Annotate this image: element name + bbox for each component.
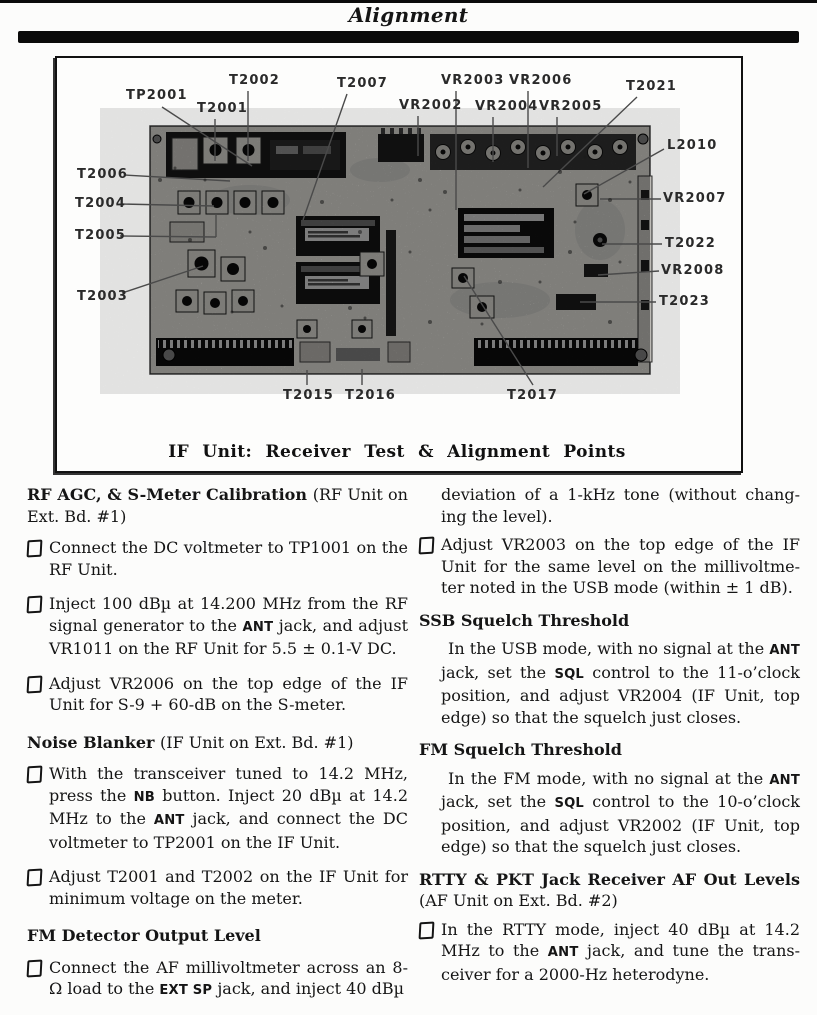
text-column-left: RF AGC, & S-Meter Calibration (RF Unit o… <box>26 484 408 1015</box>
figure-label-vr2002: VR2002 <box>399 98 463 113</box>
text-line: With the transceiver tuned to 14.2 MHz, <box>49 764 408 783</box>
text-line: RF AGC, & S-Meter Calibration (RF Unit o… <box>27 485 408 504</box>
speckle-dots <box>158 155 632 326</box>
checkbox-icon <box>26 675 43 693</box>
checklist-item: Connect the AF millivoltmeter across an … <box>26 957 408 1002</box>
figure-label-t2006: T2006 <box>77 167 129 182</box>
text-line: Adjust VR2003 on the top edge of the IF <box>441 535 800 554</box>
text-line: RTTY & PKT Jack Receiver AF Out Levels <box>419 869 800 889</box>
text-line: jack, set the SQL control to the 10-o’cl… <box>441 792 801 811</box>
text-line: FM Squelch Threshold <box>419 740 622 759</box>
figure-label-t2004: T2004 <box>75 196 127 211</box>
figure-label-vr2006: VR2006 <box>509 73 573 88</box>
checklist-item: Adjust T2001 and T2002 on the IF Unit fo… <box>26 866 408 909</box>
text-line: Inject 100 dBµ at 14.200 MHz from the RF <box>49 594 408 613</box>
text-line: RF Unit. <box>49 559 118 579</box>
checkbox-icon <box>26 959 43 977</box>
figure-label-t2002: T2002 <box>229 73 281 88</box>
figure-label-t2015: T2015 <box>283 388 335 403</box>
text-line: edge) so that the squelch just closes. <box>441 707 742 727</box>
text-line: MHz to the ANT jack, and tune the trans- <box>441 941 800 960</box>
paragraph: deviation of a 1-kHz tone (without chang… <box>419 484 800 527</box>
checklist-item: With the transceiver tuned to 14.2 MHz, p… <box>26 763 408 853</box>
section-heading: Noise Blanker (IF Unit on Ext. Bd. #1) <box>27 732 408 754</box>
checklist-item: Inject 100 dBµ at 14.200 MHz from the RF… <box>26 593 408 660</box>
checklist-item: Adjust VR2003 on the top edge of the IF U… <box>418 534 800 599</box>
figure-label-t2023: T2023 <box>659 294 711 309</box>
figure-label-t2007: T2007 <box>337 76 389 91</box>
text-line: MHz to the ANT jack, and connect the DC <box>49 809 408 828</box>
text-line: Adjust VR2006 on the top edge of the IF <box>49 673 408 693</box>
text-line: VR1011 on the RF Unit for 5.5 ± 0.1-V DC… <box>49 639 397 658</box>
figure-label-t2001: T2001 <box>197 101 249 116</box>
section-heading: RTTY & PKT Jack Receiver AF Out Levels (A… <box>419 869 800 912</box>
figure-label-vr2003: VR2003 <box>441 73 505 88</box>
checkbox-icon <box>26 595 43 614</box>
paragraph: In the FM mode, with no signal at the AN… <box>419 768 800 858</box>
figure-label-t2005: T2005 <box>75 228 127 243</box>
text-line: SSB Squelch Threshold <box>419 610 630 630</box>
text-line: press the NB button. Inject 20 dBµ at 14… <box>49 785 408 805</box>
checkbox-icon <box>26 765 43 784</box>
section-heading: FM Detector Output Level <box>27 925 408 947</box>
checkbox-icon <box>418 921 435 939</box>
figure-label-t2022: T2022 <box>665 236 717 251</box>
header-divider-bar <box>18 31 799 43</box>
figure-label-t2017: T2017 <box>507 388 559 403</box>
text-line: (AF Unit on Ext. Bd. #2) <box>419 891 618 910</box>
figure-label-l2010: L2010 <box>667 138 718 153</box>
text-line: ceiver for a 2000-Hz heterodyne. <box>441 964 710 984</box>
text-line: ter noted in the USB mode (within ± 1 dB… <box>441 578 793 597</box>
top-rule <box>0 0 817 3</box>
text-line: Connect the AF millivoltmeter across an … <box>49 957 408 977</box>
section-heading: FM Squelch Threshold <box>419 739 800 761</box>
section-heading: SSB Squelch Threshold <box>419 610 800 632</box>
text-line: Unit for S-9 + 60-dB on the S-meter. <box>49 695 347 714</box>
checkbox-icon <box>26 868 43 887</box>
leader-lines <box>119 91 665 386</box>
text-line: jack, set the SQL control to the 11-o’cl… <box>441 662 801 682</box>
figure-label-t2003: T2003 <box>77 289 129 304</box>
text-line: Ext. Bd. #1) <box>27 506 127 526</box>
figure-label-vr2007: VR2007 <box>663 191 727 206</box>
text-line: position, and adjust VR2002 (IF Unit, to… <box>441 815 800 835</box>
checklist-item: Connect the DC voltmeter to TP1001 on th… <box>26 537 408 580</box>
text-line: ing the level). <box>441 506 553 526</box>
checklist-item: Adjust VR2006 on the top edge of the IF U… <box>26 673 408 716</box>
text-line: In the FM mode, with no signal at the AN… <box>448 768 800 788</box>
figure-caption: IF Unit: Receiver Test & Alignment Point… <box>168 442 626 462</box>
figure-label-tp2001: TP2001 <box>126 88 188 103</box>
figure-label-t2016: T2016 <box>345 388 397 403</box>
section-heading: RF AGC, & S-Meter Calibration (RF Unit o… <box>27 484 408 527</box>
text-line: Ω load to the EXT SP jack, and inject 40… <box>49 979 404 998</box>
text-line: In the USB mode, with no signal at the A… <box>448 639 800 658</box>
figure-label-t2021: T2021 <box>626 79 678 94</box>
text-line: Connect the DC voltmeter to TP1001 on th… <box>49 538 408 557</box>
text-line: Adjust T2001 and T2002 on the IF Unit fo… <box>49 867 408 886</box>
text-line: FM Detector Output Level <box>27 926 261 945</box>
text-line: signal generator to the ANT jack, and ad… <box>49 615 408 635</box>
text-line: position, and adjust VR2004 (IF Unit, to… <box>441 686 800 705</box>
pcb-board <box>100 108 680 394</box>
checkbox-icon <box>26 539 43 558</box>
text-line: deviation of a 1-kHz tone (without chang… <box>441 485 800 504</box>
text-line: voltmeter to TP2001 on the IF Unit. <box>49 832 341 852</box>
figure-label-vr2008: VR2008 <box>661 263 725 278</box>
figure-label-vr2005: VR2005 <box>539 99 603 114</box>
text-line: Noise Blanker (IF Unit on Ext. Bd. #1) <box>27 732 354 752</box>
pcb-photo <box>100 91 680 394</box>
text-column-right: deviation of a 1-kHz tone (without chang… <box>418 484 800 992</box>
paragraph: In the USB mode, with no signal at the A… <box>419 638 800 728</box>
checkbox-icon <box>418 536 435 555</box>
text-line: minimum voltage on the meter. <box>49 888 303 908</box>
page-header-title: Alignment <box>348 3 469 27</box>
figure-label-vr2004: VR2004 <box>475 99 539 114</box>
text-line: Unit for the same level on the millivolt… <box>441 556 800 576</box>
text-line: In the RTTY mode, inject 40 dBµ at 14.2 <box>441 919 800 939</box>
text-line: edge) so that the squelch just closes. <box>441 837 742 856</box>
